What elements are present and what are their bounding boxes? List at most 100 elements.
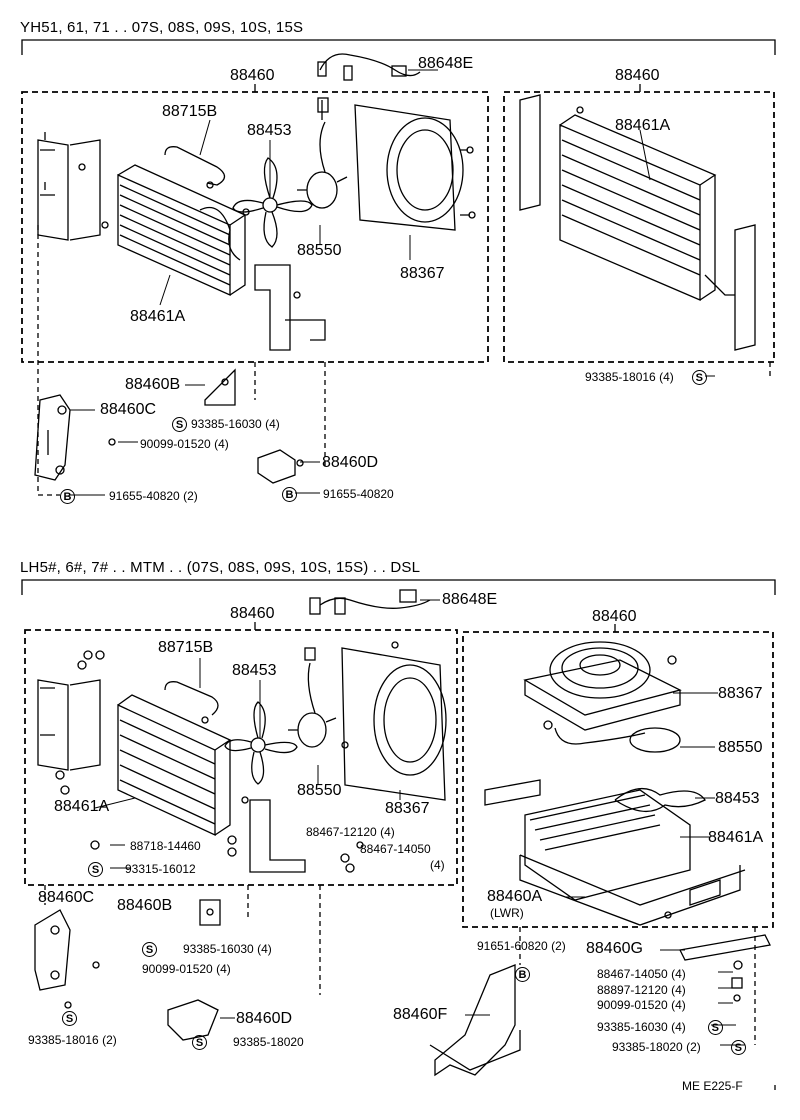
bottom-part-88467-12120: 88467-12120 (4) <box>306 825 395 839</box>
top-part-88461A-left: 88461A <box>130 308 186 325</box>
bottom-part-88367-right: 88367 <box>718 685 763 702</box>
bottom-part-88460-right: 88460 <box>592 608 637 625</box>
top-pipe-drawing <box>164 146 226 189</box>
top-part-88460D: 88460D <box>322 454 379 471</box>
bottom-88460G-drawing <box>679 934 771 1002</box>
top-motor-drawing <box>297 97 348 209</box>
bottom-part-88453-left: 88453 <box>232 662 277 679</box>
bottom-variant-header: LH5#, 6#, 7# . . MTM . . (07S, 08S, 09S,… <box>20 559 421 576</box>
bottom-b-badge-91651: B <box>515 966 534 983</box>
s-badge-icon: S <box>730 1040 746 1056</box>
top-right-dashed-box <box>503 91 775 363</box>
bottom-part-88897-12120: 88897-12120 (4) <box>597 983 686 997</box>
top-88460D-drawing <box>257 449 304 484</box>
top-part-88460B: 88460B <box>125 376 181 393</box>
bottom-part-88715B: 88715B <box>158 639 214 656</box>
bottom-88460D-drawing <box>167 999 219 1041</box>
top-88460B-drawing <box>204 368 236 406</box>
bottom-bolt-93385-18020-2: 93385-18020 (2)S <box>612 1039 750 1056</box>
top-part-88550: 88550 <box>297 242 342 259</box>
bottom-harness-drawing <box>309 589 431 615</box>
bottom-88460F-drawing <box>429 964 521 1077</box>
bottom-small-parts-drawing <box>90 835 364 873</box>
bottom-part-88460G: 88460G <box>586 940 643 957</box>
bottom-left-dashed-box <box>24 629 458 886</box>
bottom-motor-drawing <box>288 647 349 749</box>
bottom-shroud-drawing <box>341 641 447 801</box>
bottom-fan-drawing <box>224 701 298 785</box>
bottom-part-88460D: 88460D <box>236 1010 293 1027</box>
s-badge-icon: S <box>88 862 103 878</box>
bottom-part-88460A: 88460A <box>487 888 543 905</box>
bottom-part-88718-14460: 88718-14460 <box>130 839 201 853</box>
bottom-part-88648E: 88648E <box>442 591 498 608</box>
bottom-right-dashed-box <box>462 631 774 928</box>
bottom-part-88460A-lwr: (LWR) <box>490 906 524 920</box>
top-left-bracket-drawing <box>37 132 109 241</box>
bottom-bolt-93385-16030-right: 93385-16030 (4)S <box>597 1019 727 1036</box>
top-shroud-drawing <box>354 104 476 231</box>
bottom-part-88461A-right: 88461A <box>708 829 764 846</box>
bottom-section-bracket <box>21 579 776 595</box>
s-badge-icon: S <box>142 942 157 958</box>
bottom-part-88460C: 88460C <box>38 889 95 906</box>
top-bolt-93385-18016: 93385-18016 (4)S <box>585 369 711 386</box>
bottom-part-88550-left: 88550 <box>297 782 342 799</box>
top-right-condenser-drawing <box>519 94 756 351</box>
bottom-condenser-drawing <box>55 694 232 837</box>
label-leader-lines <box>70 69 745 1046</box>
top-part-88461A-right: 88461A <box>615 117 671 134</box>
top-part-88367: 88367 <box>400 265 445 282</box>
bottom-part-88467-14050-qty: (4) <box>430 858 445 872</box>
bottom-part-88460B: 88460B <box>117 897 173 914</box>
bottom-right-assembly-drawing <box>484 641 746 926</box>
bottom-part-88467-14050: 88467-14050 <box>360 842 431 856</box>
bottom-part-88460F: 88460F <box>393 1006 448 1023</box>
bottom-88460C-drawing <box>34 909 72 1009</box>
bottom-pipe-drawing <box>164 681 219 724</box>
top-harness-drawing <box>317 53 421 81</box>
top-part-88648E: 88648E <box>418 55 474 72</box>
top-lower-bracket-drawing <box>254 264 326 351</box>
bottom-s-badge-18016: S <box>62 1010 81 1027</box>
bottom-part-88467-14050-4: 88467-14050 (4) <box>597 967 686 981</box>
bottom-part-88453-right: 88453 <box>715 790 760 807</box>
top-part-88460-right: 88460 <box>615 67 660 84</box>
s-badge-icon: S <box>691 370 707 386</box>
top-part-88715B: 88715B <box>162 103 218 120</box>
top-part-90099-01520: 90099-01520 (4) <box>140 437 229 451</box>
bottom-part-90099-01520-right: 90099-01520 (4) <box>597 998 686 1012</box>
top-88460C-drawing <box>34 394 71 481</box>
top-variant-header: YH51, 61, 71 . . 07S, 08S, 09S, 10S, 15S <box>20 19 304 36</box>
top-condenser-drawing <box>117 164 247 297</box>
bottom-bolt-91651-60820: 91651-60820 (2) <box>477 939 566 953</box>
bottom-leader-lines <box>44 885 756 1045</box>
bottom-88460B-drawing <box>199 899 221 926</box>
s-badge-icon: S <box>62 1011 77 1027</box>
s-badge-icon: S <box>707 1020 723 1036</box>
s-badge-icon: S <box>172 417 187 433</box>
bottom-left-bracket-drawing <box>37 650 105 771</box>
bottom-part-88461A-left: 88461A <box>54 798 110 815</box>
bottom-part-88367-left: 88367 <box>385 800 430 817</box>
b-badge-icon: B <box>60 489 75 505</box>
top-part-88460C: 88460C <box>100 401 157 418</box>
bottom-part-88550-right: 88550 <box>718 739 763 756</box>
bottom-part-90099-01520: 90099-01520 (4) <box>142 962 231 976</box>
bottom-part-88460-left: 88460 <box>230 605 275 622</box>
b-badge-icon: B <box>282 487 297 503</box>
top-leader-lines <box>37 225 771 496</box>
top-part-88453: 88453 <box>247 122 292 139</box>
bottom-lower-bracket-drawing <box>241 796 306 873</box>
s-badge-icon: S <box>192 1035 207 1051</box>
top-part-88460-left: 88460 <box>230 67 275 84</box>
footer-diagram-code: ME E225-F <box>682 1079 743 1093</box>
bottom-bolt-93385-18016: 93385-18016 (2) <box>28 1033 117 1047</box>
top-section-bracket <box>21 39 776 55</box>
